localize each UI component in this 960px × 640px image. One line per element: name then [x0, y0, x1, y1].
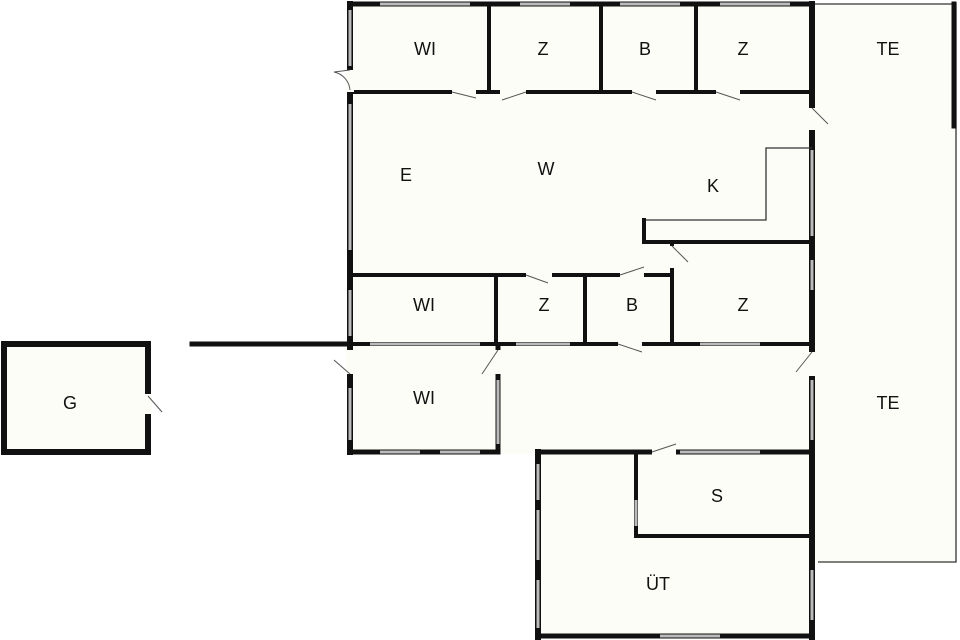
room-label-z-mid: Z — [539, 295, 550, 315]
room-label-s: S — [711, 486, 723, 506]
room-label-b-mid: B — [626, 295, 638, 315]
room-fills — [4, 4, 956, 638]
room-label-w: W — [538, 159, 555, 179]
room-labels: WI Z B Z TE E W K WI Z B Z WI G TE S ÜT — [63, 39, 900, 594]
room-label-te-top: TE — [876, 39, 899, 59]
room-label-ut: ÜT — [646, 574, 670, 594]
room-label-wi-mid: WI — [413, 295, 435, 315]
room-label-g: G — [63, 393, 77, 413]
room-label-te-right: TE — [876, 393, 899, 413]
room-label-e: E — [400, 165, 412, 185]
doors — [144, 69, 829, 456]
room-label-k: K — [707, 176, 719, 196]
windows — [348, 2, 814, 638]
room-label-z-mid-right: Z — [738, 295, 749, 315]
room-label-z-top-right: Z — [738, 39, 749, 59]
room-label-wi-top: WI — [414, 39, 436, 59]
room-label-z-top-left: Z — [538, 39, 549, 59]
room-label-b-top: B — [639, 39, 651, 59]
kitchen-counter — [646, 147, 812, 221]
terrace-outline — [812, 1, 957, 563]
room-label-wi-low: WI — [413, 388, 435, 408]
